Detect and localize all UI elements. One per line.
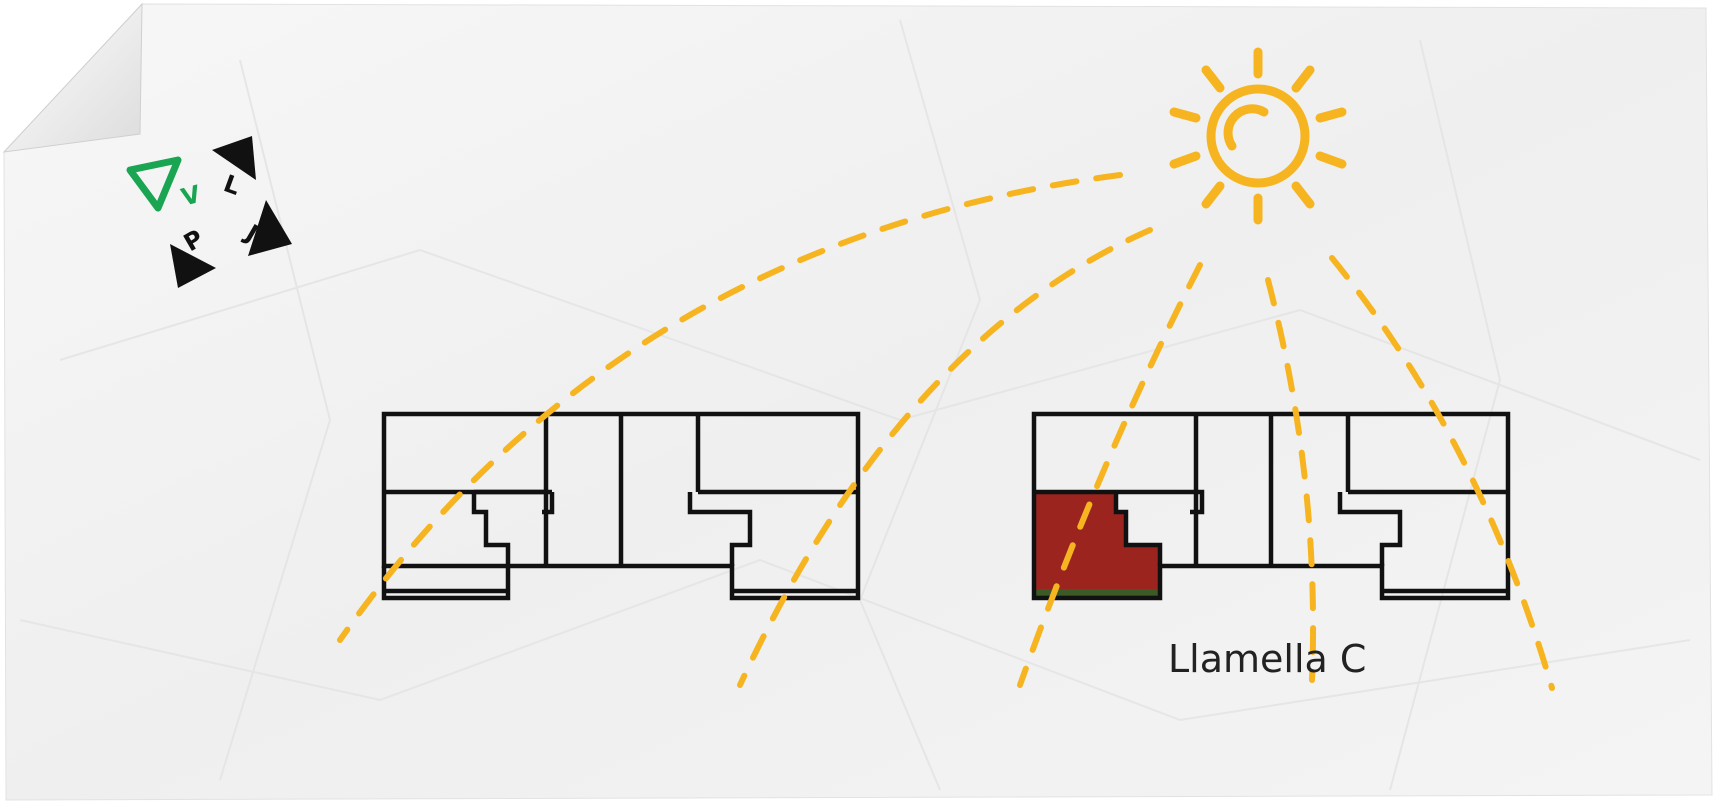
block-label: Llamella C [1168, 637, 1366, 681]
sun-ray-5 [1329, 255, 1555, 691]
sun-icon [1169, 47, 1347, 225]
paper-curl [2, 2, 143, 153]
paper-creases [19, 19, 1701, 791]
sun-ray-4 [1265, 277, 1317, 683]
building-block-left [381, 411, 861, 601]
logo-triangle-tr [212, 136, 256, 180]
sun-ray-2 [737, 227, 1153, 688]
logo-triangle-bl [170, 244, 216, 288]
logo-triangle-br [248, 200, 292, 256]
sun-rays [337, 172, 1555, 691]
sun-ray-3 [1017, 262, 1203, 688]
logo-green-triangle [126, 156, 182, 212]
highlighted-unit [1034, 492, 1160, 598]
sun-ray-1 [337, 172, 1123, 643]
